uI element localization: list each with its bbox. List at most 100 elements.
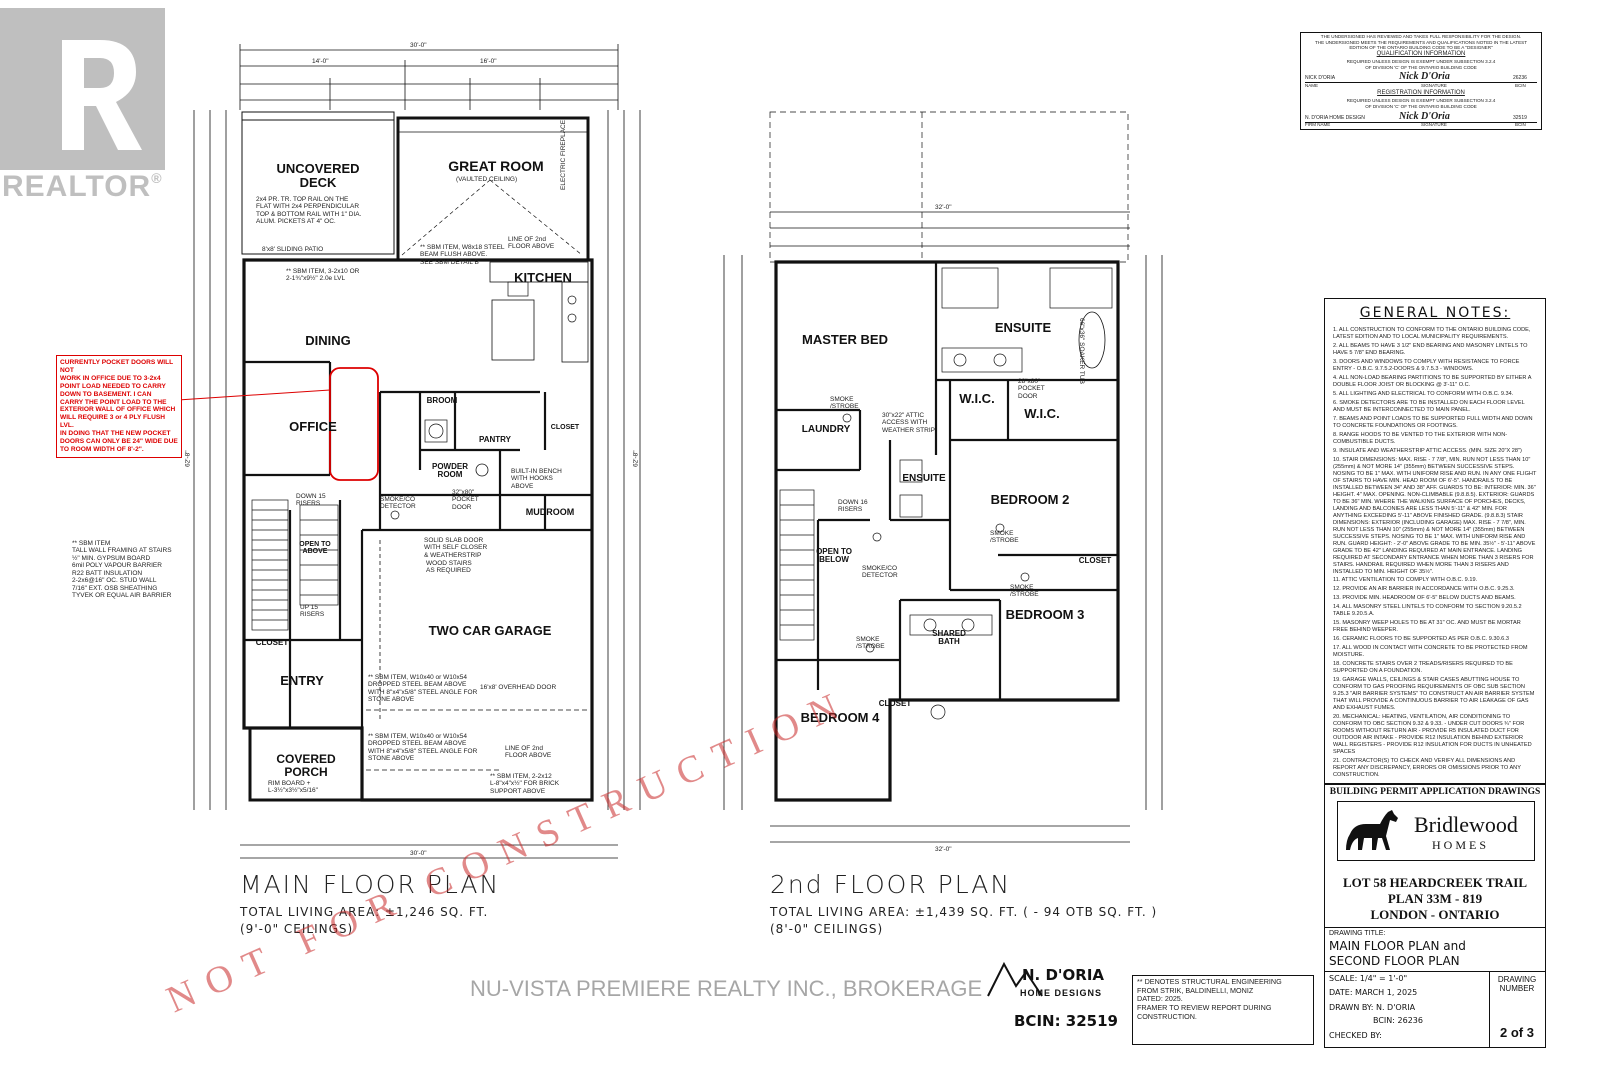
realtor-logo: REALTOR®: [0, 0, 168, 210]
room-bedroom-4: BEDROOM 4: [800, 710, 880, 725]
general-note-item: 10. STAIR DIMENSIONS: MAX. RISE - 7 7/8"…: [1333, 456, 1537, 575]
smoke-strobe-4: SMOKE /STROBE: [856, 636, 885, 651]
firm-signature-label: SIGNATURE: [1421, 122, 1447, 127]
sliding-patio-note: 8'x8' SLIDING PATIO: [262, 246, 324, 253]
company-logo-box: Bridlewood HOMES: [1337, 801, 1535, 861]
qualification-signature: Nick D'Oria: [1399, 71, 1450, 82]
smoke-strobe-3: SMOKE /STROBE: [1010, 584, 1039, 599]
main-dim-top-right: 16'-0": [480, 58, 497, 65]
qualification-name-label: NAME: [1305, 83, 1319, 88]
firm-signature: Nick D'Oria: [1399, 111, 1450, 122]
registration-text: REQUIRED UNLESS DESIGN IS EXEMPT UNDER S…: [1346, 98, 1496, 109]
overhead-door-note: 16'x8' OVERHEAD DOOR: [480, 684, 557, 691]
qualification-bcin-number: 26236: [1513, 75, 1527, 81]
general-notes-list: 1. ALL CONSTRUCTION TO CONFORM TO THE ON…: [1333, 327, 1537, 779]
room-wic-2: W.I.C.: [1024, 406, 1060, 421]
room-closet-kitchen: CLOSET: [550, 424, 580, 431]
main-floor-title: MAIN FLOOR PLAN: [240, 870, 501, 899]
line-2nd-floor-garage: LINE OF 2nd FLOOR ABOVE: [505, 745, 552, 760]
room-closet-b3: CLOSET: [1078, 556, 1112, 565]
general-note-item: 4. ALL NON-LOAD BEARING PARTITIONS TO BE…: [1333, 374, 1532, 388]
general-note-item: 16. CERAMIC FLOORS TO BE SUPPORTED AS PE…: [1333, 636, 1509, 643]
realtor-wordmark: REALTOR: [2, 170, 152, 203]
general-note-item: 3. DOORS AND WINDOWS TO COMPLY WITH RESI…: [1333, 358, 1520, 372]
main-dim-overall-left: 62'-8": [184, 450, 192, 468]
drawing-title: MAIN FLOOR PLAN and SECOND FLOOR PLAN: [1329, 939, 1466, 968]
general-note-item: 1. ALL CONSTRUCTION TO CONFORM TO THE ON…: [1333, 327, 1531, 340]
up-risers-main: UP 15 RISERS: [300, 604, 325, 619]
drawing-number-label: DRAWING NUMBER: [1497, 975, 1537, 993]
main-dim-overall-top: 30'-0": [410, 42, 427, 49]
firm-number: 32519: [1513, 115, 1527, 121]
soaker-tub-note: 66"x36" SOAKER TUB: [1078, 318, 1085, 384]
room-master-bed: MASTER BED: [802, 332, 888, 347]
general-note-item: 2. ALL BEAMS TO HAVE 3 1/2" END BEARING …: [1333, 342, 1528, 356]
sbm-beam-note: ** SBM ITEM, W8x18 STEEL BEAM FLUSH ABOV…: [420, 244, 505, 266]
room-great-room: GREAT ROOM: [448, 158, 544, 174]
main-dim-overall-right: 62'-8": [632, 450, 640, 468]
second-dim-overall-bottom: 32'-0": [935, 846, 952, 853]
structural-note: ** DENOTES STRUCTURAL ENGINEERING FROM S…: [1137, 977, 1282, 1021]
smoke-co-main: SMOKE/CO DETECTOR: [380, 496, 416, 511]
scale-text: SCALE: 1/4" = 1'-0": [1329, 974, 1408, 983]
room-powder: POWDER ROOM: [432, 462, 468, 480]
line-2nd-floor-note: LINE OF 2nd FLOOR ABOVE: [508, 236, 555, 251]
checked-by-text: CHECKED BY:: [1329, 1031, 1382, 1040]
room-two-car-garage: TWO CAR GARAGE: [428, 623, 552, 638]
sbm-brick-note: ** SBM ITEM, 2-2x12 L-8"x4"x½" FOR BRICK…: [490, 773, 560, 795]
main-floor-ceilings: (9'-0" CEILINGS): [240, 922, 354, 936]
main-floor-area: TOTAL LIVING AREA: ±1,246 SQ. FT.: [240, 905, 489, 919]
room-open-to-above: OPEN TO ABOVE: [299, 541, 331, 556]
firm-bcin-label: BCIN: [1515, 122, 1526, 127]
room-mudroom: MUDROOM: [525, 507, 575, 517]
room-ensuite-master: ENSUITE: [994, 320, 1052, 335]
room-closet-entry: CLOSET: [255, 638, 289, 647]
room-bedroom-2: BEDROOM 2: [990, 492, 1070, 507]
qualification-text: REQUIRED UNLESS DESIGN IS EXEMPT UNDER S…: [1346, 59, 1496, 70]
horse-logo-icon: [1346, 810, 1398, 850]
qualification-bcin-label: BCIN: [1515, 83, 1526, 88]
plan-text: PLAN 33M - 819: [1387, 891, 1483, 906]
second-floor-dimension-lines: [723, 211, 1163, 843]
company-name: Bridlewood: [1414, 812, 1518, 837]
house-outline-icon: [987, 961, 1043, 997]
title-block: BUILDING PERMIT APPLICATION DRAWINGS Bri…: [1324, 784, 1546, 1048]
qualification-intro: THE UNDERSIGNED HAS REVIEWED AND TAKES F…: [1314, 34, 1528, 50]
sbm-w10-note: ** SBM ITEM, W10x40 or W10x54 DROPPED ST…: [368, 674, 478, 704]
stair-wall-note: ** SBM ITEM TALL WALL FRAMING AT STAIRS …: [72, 540, 172, 600]
designer-name: N. D'ORIA: [1022, 966, 1105, 984]
room-kitchen: KITCHEN: [514, 270, 572, 285]
general-note-item: 19. GARAGE WALLS, CEILINGS & STAIR CASES…: [1333, 677, 1535, 712]
general-note-item: 11. ATTIC VENTILATION TO COMPLY WITH O.B…: [1333, 577, 1478, 584]
firm-name: N. D'ORIA HOME DESIGN: [1305, 115, 1365, 121]
second-dim-overall-top: 32'-0": [935, 204, 952, 211]
pocket-door-note: 32"x80" POCKET DOOR: [452, 489, 479, 511]
company-sub: HOMES: [1432, 838, 1490, 852]
drawn-by-text: DRAWN BY: N. D'ORIA: [1329, 1003, 1416, 1012]
qualification-signature-label: SIGNATURE: [1421, 83, 1447, 88]
room-ensuite-2: ENSUITE: [902, 473, 946, 484]
down-risers-main: DOWN 15 RISERS: [296, 493, 326, 508]
designer-logo: N. D'ORIA HOME DESIGNS BCIN: 32519: [982, 958, 1122, 1044]
built-in-bench-note: BUILT-IN BENCH WITH HOOKS ABOVE: [511, 468, 562, 490]
designer-sub: HOME DESIGNS: [1020, 988, 1103, 998]
general-notes-title: GENERAL NOTES:: [1359, 305, 1511, 321]
drawing-title-label: DRAWING TITLE:: [1329, 930, 1386, 937]
general-note-item: 7. BEAMS AND POINT LOADS TO BE SUPPORTED…: [1333, 415, 1533, 429]
permit-header: BUILDING PERMIT APPLICATION DRAWINGS: [1329, 787, 1541, 797]
date-text: DATE: MARCH 1, 2025: [1329, 988, 1418, 997]
solid-slab-note: SOLID SLAB DOOR WITH SELF CLOSER & WEATH…: [424, 537, 488, 559]
general-note-item: 20. MECHANICAL: HEATING, VENTILATION, AI…: [1333, 714, 1532, 756]
room-pantry: PANTRY: [479, 435, 511, 444]
qualification-name: NICK D'ORIA: [1305, 75, 1336, 81]
general-note-item: 14. ALL MASONRY STEEL LINTELS TO CONFORM…: [1333, 604, 1522, 618]
general-notes-panel: GENERAL NOTES: 1. ALL CONSTRUCTION TO CO…: [1324, 298, 1546, 784]
general-note-item: 13. PROVIDE MIN. HEADROOM OF 6'-5" BELOW…: [1333, 595, 1516, 602]
deck-rail-note: 2x4 PR. TR. TOP RAIL ON THE FLAT WITH 2x…: [256, 196, 362, 226]
room-wic-1: W.I.C.: [959, 391, 995, 406]
general-note-item: 12. PROVIDE AN AIR BARRIER IN ACCORDANCE…: [1333, 586, 1515, 593]
smoke-co-second: SMOKE/CO DETECTOR: [862, 565, 898, 580]
room-uncovered-deck: UNCOVERED DECK: [276, 161, 360, 190]
main-dim-top-left: 14'-0": [312, 58, 329, 65]
room-entry: ENTRY: [280, 673, 324, 688]
